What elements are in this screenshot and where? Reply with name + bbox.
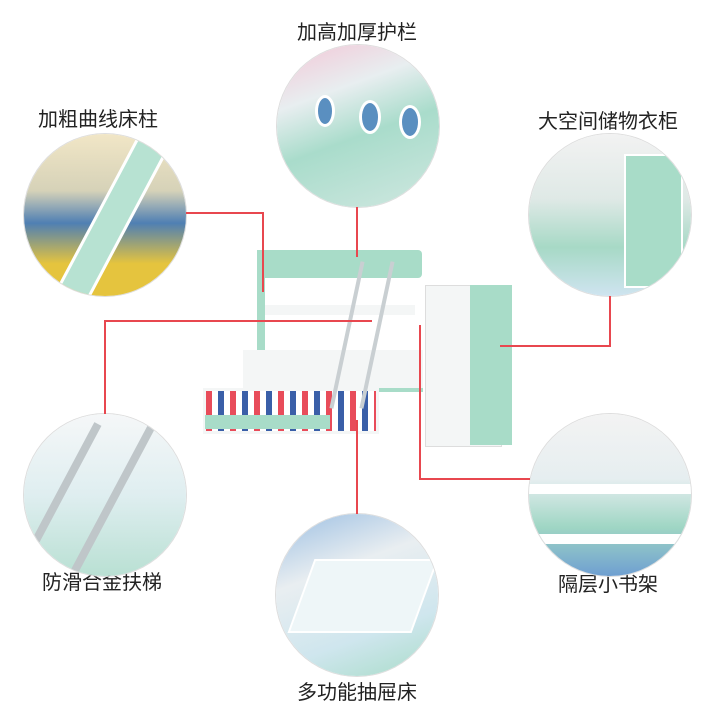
wardrobe-detail-image (529, 134, 691, 296)
connector-ladder-horizontal (104, 320, 372, 322)
label-wardrobe: 大空间储物衣柜 (538, 109, 678, 133)
guardrail-detail-image (277, 45, 439, 207)
post-detail-image (24, 134, 186, 296)
connector-post-vertical (262, 212, 264, 292)
connector-drawer-bed (356, 420, 358, 514)
ladder-detail-image (24, 414, 186, 576)
label-guardrail: 加高加厚护栏 (297, 20, 417, 44)
label-drawer-bed: 多功能抽屉床 (297, 680, 417, 704)
drawer-bed-detail-image (276, 514, 438, 676)
connector-wardrobe (609, 296, 611, 346)
bookshelf-detail-image (529, 414, 691, 576)
label-bookshelf: 隔层小书架 (558, 572, 658, 596)
bunk-bed-product-image (195, 240, 525, 450)
connector-bookshelf-vertical (419, 325, 421, 480)
connector-guardrail (356, 207, 358, 257)
connector-wardrobe-horizontal (500, 345, 611, 347)
connector-bookshelf (420, 478, 530, 480)
connector-ladder (104, 320, 106, 414)
connector-post (186, 212, 264, 214)
label-post: 加粗曲线床柱 (38, 107, 158, 131)
